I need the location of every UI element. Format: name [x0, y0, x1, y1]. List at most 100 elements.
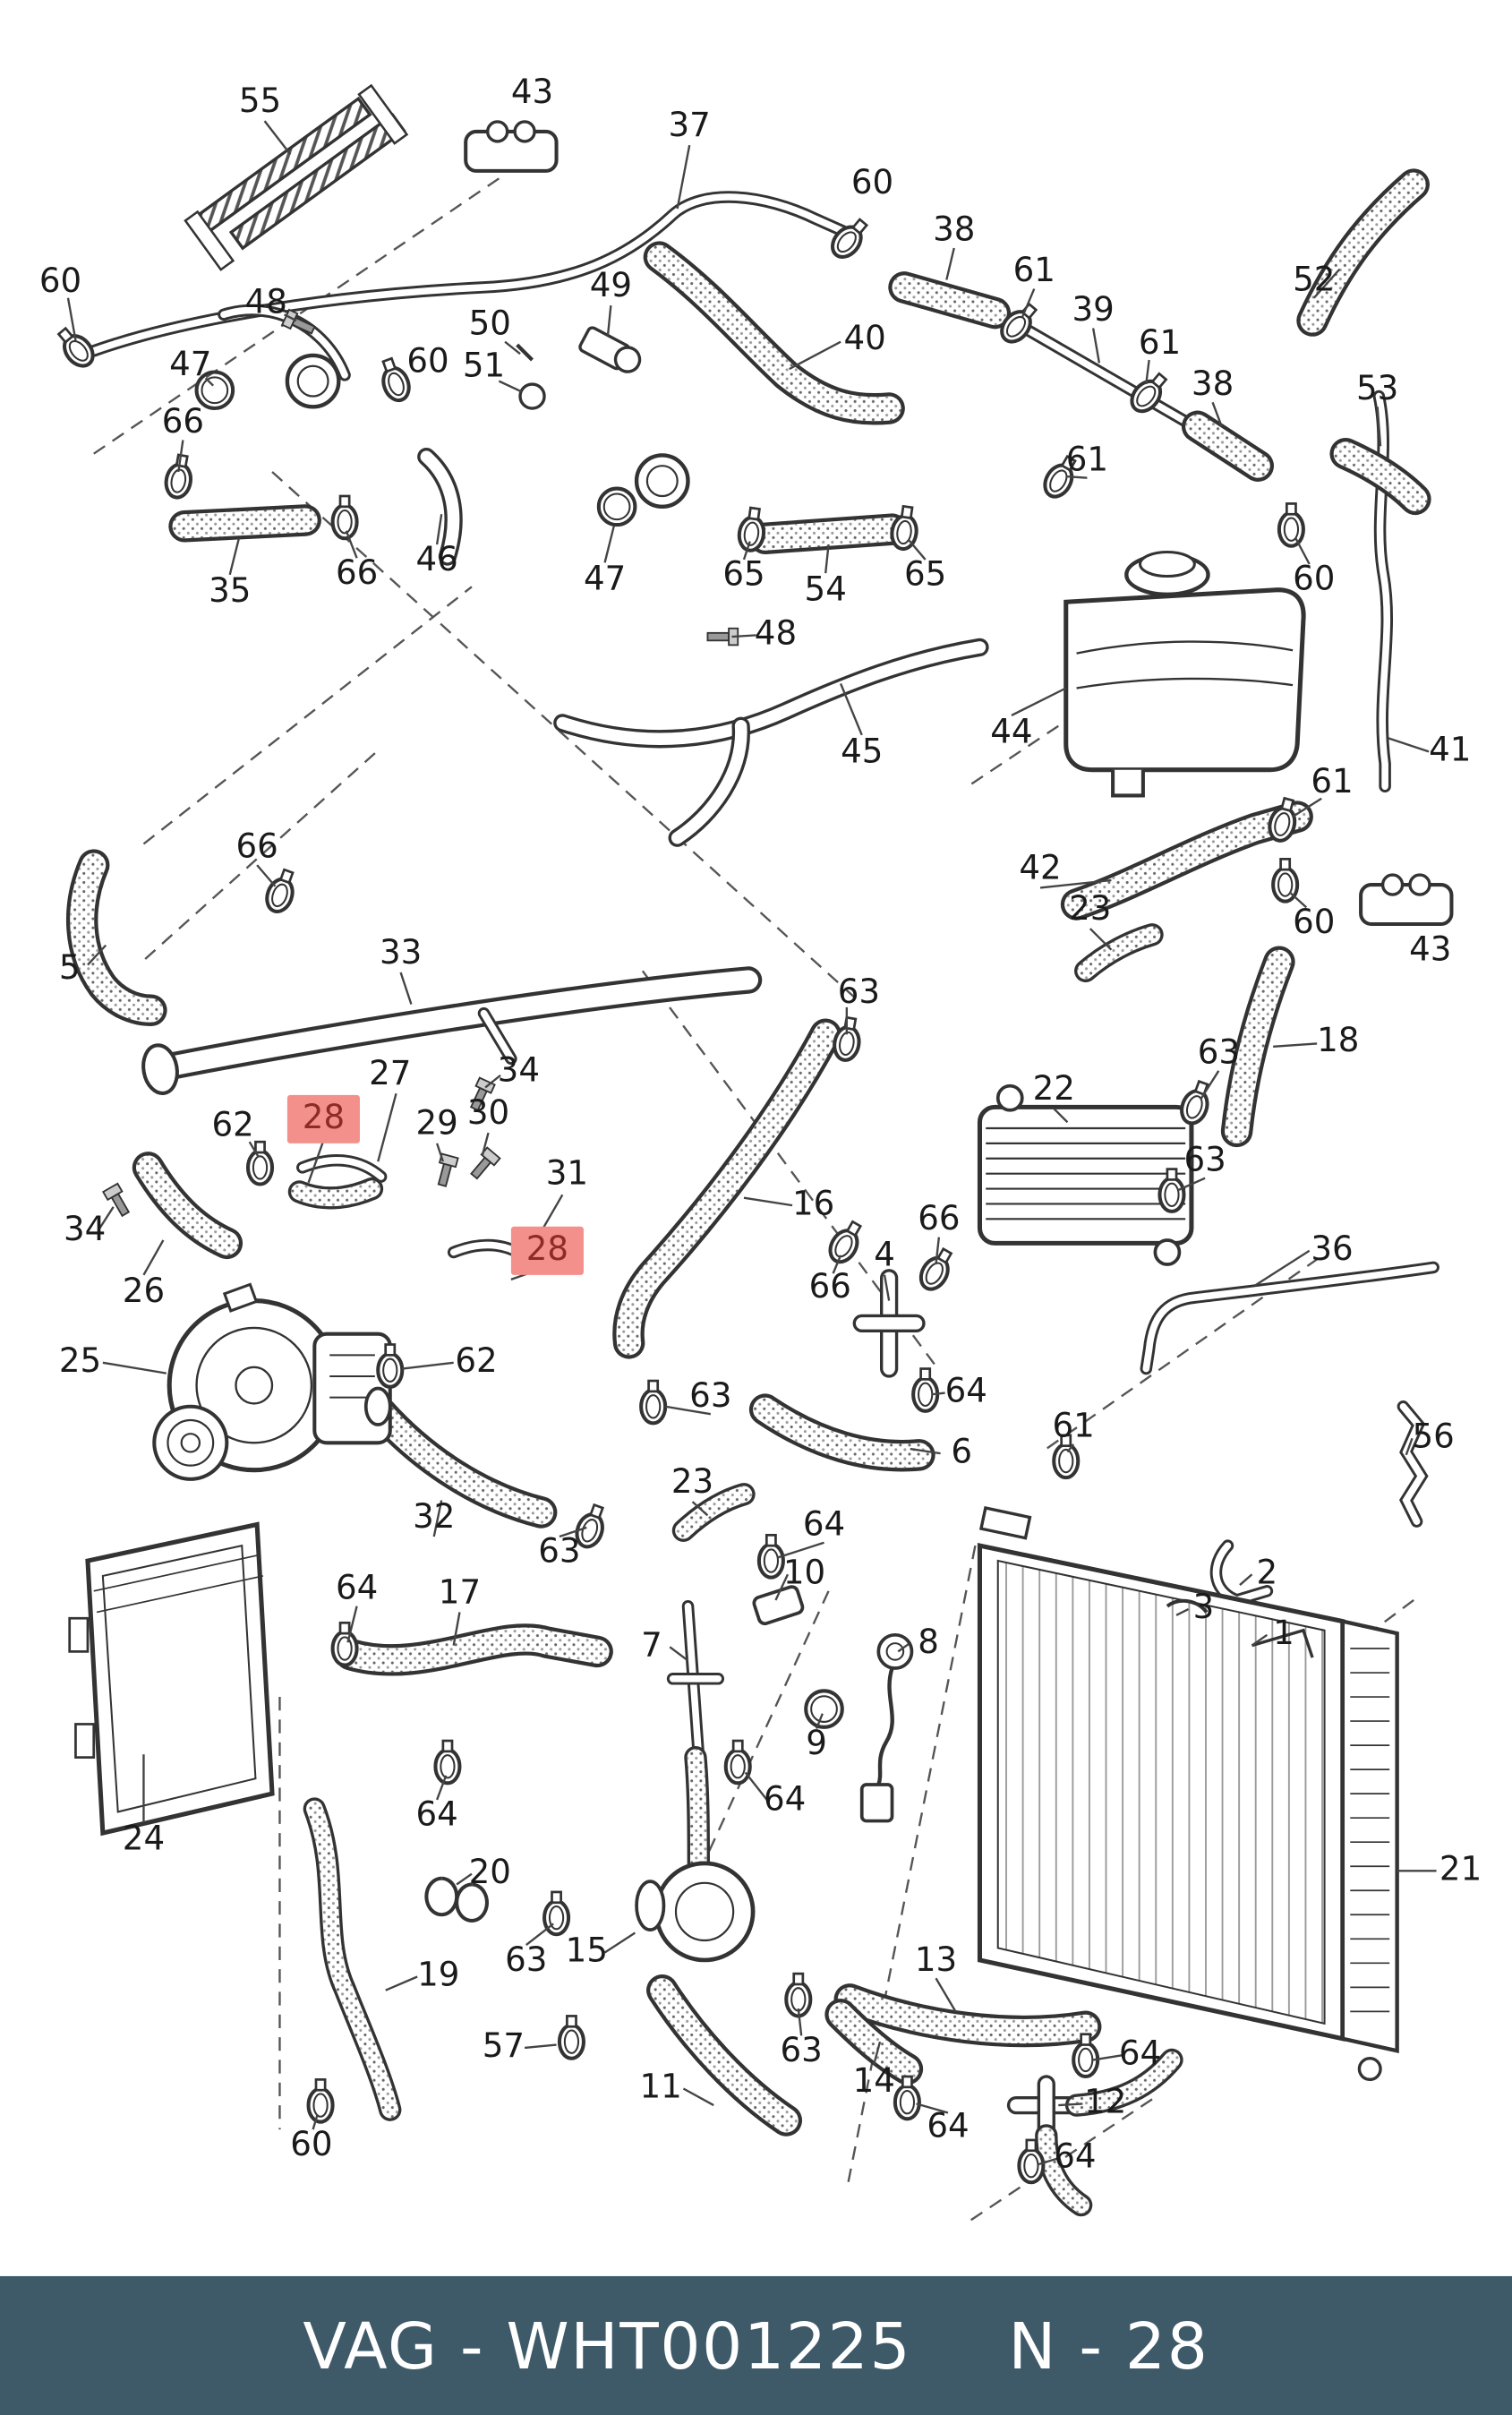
callout-27: 27	[369, 1055, 412, 1094]
callout-63: 63	[780, 2033, 823, 2071]
callout-6: 6	[951, 1434, 973, 1472]
callout-38: 38	[933, 211, 976, 250]
callout-51: 51	[462, 347, 506, 386]
heater-core-24	[68, 1521, 275, 1837]
callout-48: 48	[754, 615, 798, 654]
callout-17: 17	[438, 1574, 482, 1613]
radiator-21	[977, 1505, 1399, 2082]
callout-48: 48	[244, 284, 287, 322]
major-components	[68, 83, 1452, 2082]
callout-23: 23	[671, 1463, 714, 1503]
callout-33: 33	[379, 934, 423, 973]
callout-45: 45	[841, 733, 884, 772]
callout-22: 22	[1032, 1070, 1075, 1109]
callout-66: 66	[808, 1269, 851, 1307]
callout-66: 66	[335, 554, 379, 594]
construction-dashed-lines	[93, 177, 1414, 2222]
callout-60: 60	[38, 262, 82, 302]
callout-66: 66	[235, 828, 278, 867]
callout-63: 63	[837, 973, 880, 1012]
footer-bar: VAG - WHT001225 N - 28	[0, 2275, 1512, 2415]
callout-34: 34	[497, 1052, 540, 1091]
callout-20: 20	[468, 1854, 511, 1892]
callout-60: 60	[406, 343, 449, 381]
callout-4: 4	[874, 1237, 895, 1275]
callout-63: 63	[505, 1941, 548, 1980]
callout-39: 39	[1072, 291, 1115, 330]
callout-leader-lines	[66, 120, 1437, 2166]
bracket-1	[1251, 1628, 1314, 1658]
quick-connector-10	[752, 1585, 805, 1626]
callout-63: 63	[1183, 1142, 1226, 1180]
callout-61: 61	[1012, 253, 1055, 291]
hoses-and-pipes	[66, 168, 1439, 2217]
callout-56: 56	[1412, 1418, 1455, 1457]
callout-61: 61	[1138, 325, 1182, 364]
callout-15: 15	[565, 1932, 608, 1971]
callout-12: 12	[1084, 2084, 1127, 2122]
mounting-rail-55	[184, 83, 409, 271]
temp-sensor-8	[859, 1632, 914, 1823]
callout-21: 21	[1439, 1851, 1482, 1889]
callout-64: 64	[944, 1373, 987, 1411]
callout-2: 2	[1256, 1554, 1278, 1593]
callout-11: 11	[639, 2068, 682, 2107]
callout-63: 63	[538, 1533, 581, 1571]
sensor-49	[578, 326, 642, 373]
callout-47: 47	[583, 561, 627, 599]
callout-64: 64	[1118, 2035, 1162, 2074]
callout-28: 28	[510, 1226, 584, 1275]
callout-54: 54	[804, 571, 847, 610]
callout-37: 37	[668, 107, 711, 146]
callout-47: 47	[169, 346, 212, 385]
callout-64: 64	[415, 1796, 458, 1835]
callout-65: 65	[904, 556, 947, 595]
callout-60: 60	[850, 165, 894, 203]
expansion-tank-44	[1064, 550, 1306, 798]
callout-41: 41	[1429, 732, 1472, 770]
callout-60: 60	[1293, 904, 1336, 943]
callout-64: 64	[335, 1570, 379, 1608]
callout-61: 61	[1311, 763, 1354, 802]
callout-55: 55	[238, 82, 282, 122]
callout-30: 30	[466, 1094, 510, 1134]
catalog-code: VAG - WHT001225	[303, 2308, 912, 2384]
pump-housing-11-15	[635, 1861, 756, 1963]
callout-25: 25	[58, 1342, 102, 1382]
callout-14: 14	[852, 2062, 895, 2102]
callout-62: 62	[211, 1107, 254, 1145]
circlip-3	[1166, 1598, 1209, 1614]
callout-65: 65	[722, 556, 765, 595]
callout-13: 13	[914, 1941, 958, 1980]
callout-36: 36	[1311, 1230, 1354, 1270]
callout-52: 52	[1293, 261, 1336, 300]
callout-43: 43	[1409, 931, 1452, 970]
callout-1: 1	[1273, 1614, 1294, 1654]
page-number: N - 28	[1008, 2308, 1209, 2384]
oil-cooler-22	[977, 1083, 1194, 1266]
callout-32: 32	[413, 1498, 456, 1537]
callout-23: 23	[1069, 890, 1112, 929]
callout-7: 7	[641, 1627, 662, 1666]
callout-49: 49	[589, 267, 633, 306]
callout-26: 26	[122, 1273, 166, 1312]
callout-50: 50	[468, 305, 511, 344]
callout-9: 9	[806, 1726, 827, 1764]
callout-46: 46	[415, 541, 458, 579]
callout-40: 40	[843, 321, 886, 359]
callout-43: 43	[510, 73, 554, 112]
callout-66: 66	[918, 1201, 961, 1239]
callout-28: 28	[286, 1094, 360, 1143]
clip-20	[424, 1876, 489, 1923]
callout-44: 44	[990, 714, 1033, 752]
callout-29: 29	[415, 1105, 458, 1143]
callout-57: 57	[482, 2027, 525, 2067]
callout-18: 18	[1317, 1022, 1360, 1060]
callout-63: 63	[1197, 1034, 1240, 1073]
callout-38: 38	[1191, 365, 1234, 404]
callout-42: 42	[1019, 850, 1062, 888]
callout-64: 64	[763, 1781, 807, 1820]
